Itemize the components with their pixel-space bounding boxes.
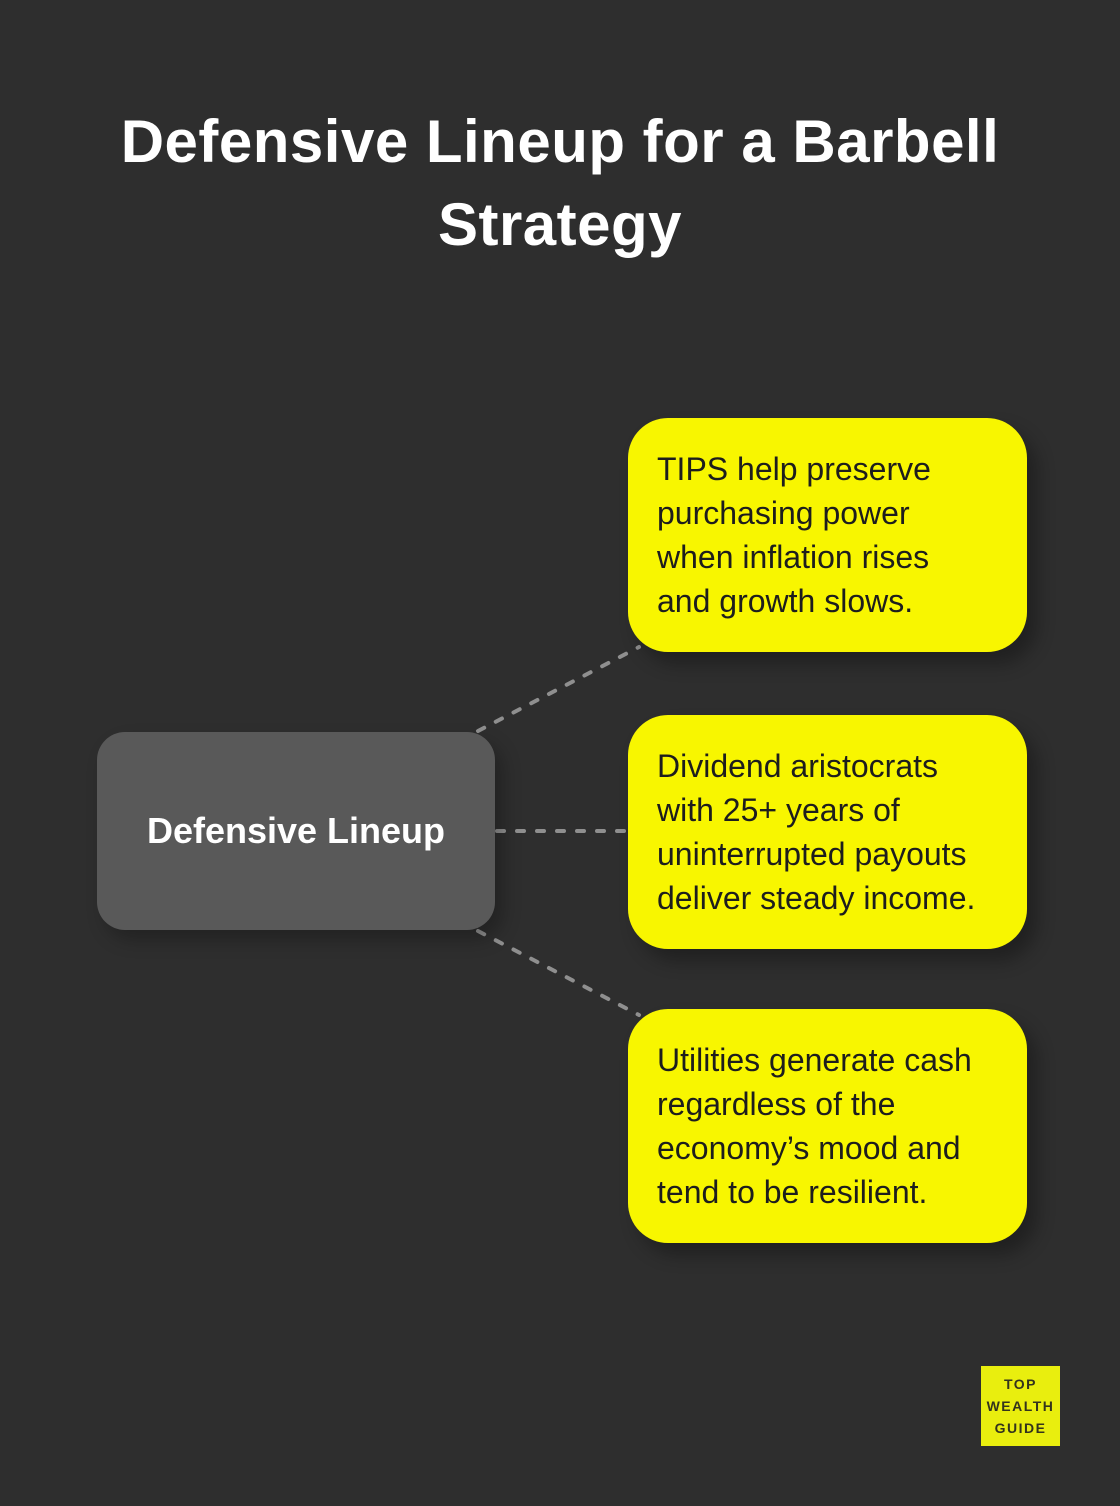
- branch-card-text: Dividend aristocrats with 25+ years of u…: [657, 748, 976, 916]
- branch-card-tips: TIPS help preserve purchasing power when…: [628, 418, 1027, 652]
- connector-bottom-line: [476, 929, 641, 1017]
- page-title: Defensive Lineup for a Barbell Strategy: [120, 108, 1000, 258]
- branch-card-text: Utilities generate cash regardless of th…: [657, 1042, 972, 1210]
- brand-logo-text: TOP WEALTH GUIDE: [986, 1376, 1055, 1436]
- root-node-label: Defensive Lineup: [146, 810, 446, 851]
- connector-top-line: [476, 645, 641, 733]
- root-node-defensive-lineup: Defensive Lineup: [97, 732, 495, 930]
- brand-logo: TOP WEALTH GUIDE: [981, 1366, 1060, 1446]
- branch-card-utilities: Utilities generate cash regardless of th…: [628, 1009, 1027, 1243]
- branch-card-text: TIPS help preserve purchasing power when…: [657, 451, 931, 619]
- branch-card-dividend-aristocrats: Dividend aristocrats with 25+ years of u…: [628, 715, 1027, 949]
